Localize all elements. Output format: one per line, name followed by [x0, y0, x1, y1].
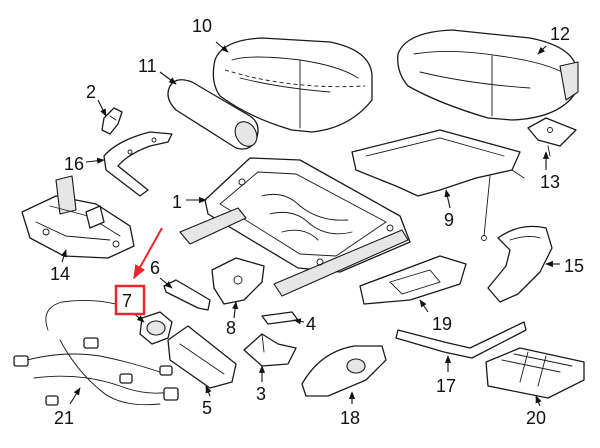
callout-7: 7	[122, 291, 132, 311]
callout-4: 4	[306, 314, 316, 334]
callout-1: 1	[172, 192, 182, 212]
part-1-seat-frame	[179, 157, 411, 297]
callout-13: 13	[540, 172, 560, 192]
part-10-cushion-pad	[212, 37, 373, 133]
part-21-wiring-harness	[13, 299, 179, 406]
callout-18: 18	[340, 408, 360, 428]
part-12-seat-cover	[397, 29, 579, 121]
part-9-seat-pan	[351, 129, 525, 241]
part-13-bracket	[527, 117, 577, 157]
callout-5: 5	[202, 398, 212, 418]
part-8-recliner-cover	[211, 257, 265, 305]
callout-19: 19	[432, 314, 452, 334]
callout-20: 20	[526, 408, 546, 428]
callout-8: 8	[226, 318, 236, 338]
part-18-switch-panel	[301, 345, 387, 397]
part-7-switch-cover	[139, 311, 173, 345]
callout-21: 21	[54, 408, 74, 428]
part-19-lower-trim	[359, 255, 467, 305]
callout-10: 10	[192, 16, 212, 36]
highlight-arrow	[133, 227, 163, 280]
part-17-trim-strip	[395, 321, 527, 359]
part-15-side-shield	[487, 225, 553, 303]
callout-16: 16	[64, 154, 84, 174]
part-14-base-assembly	[21, 175, 135, 259]
highlight-box-7: 7	[114, 284, 146, 316]
part-16-bracket	[103, 131, 173, 197]
callout-2: 2	[86, 82, 96, 102]
callout-9: 9	[444, 210, 454, 230]
callout-14: 14	[50, 264, 70, 284]
leader-lines	[60, 41, 560, 407]
callout-3: 3	[256, 384, 266, 404]
callout-15: 15	[564, 256, 584, 276]
part-11-roll-pad	[167, 79, 259, 150]
part-20-module	[485, 347, 585, 399]
callout-17: 17	[436, 376, 456, 396]
part-6-clip	[163, 279, 211, 311]
part-5-tray-cover	[167, 325, 237, 389]
part-2-clip	[101, 107, 123, 135]
part-4-cable-tie	[261, 311, 299, 325]
callout-12: 12	[550, 24, 570, 44]
highlight-frame	[114, 284, 146, 316]
callout-11: 11	[138, 56, 157, 76]
part-3-bracket	[243, 333, 297, 367]
callouts: 10 12 11 2 16 1 13 9 14 15 6 8 4 19 3 5 …	[50, 16, 584, 428]
callout-6: 6	[150, 258, 160, 278]
